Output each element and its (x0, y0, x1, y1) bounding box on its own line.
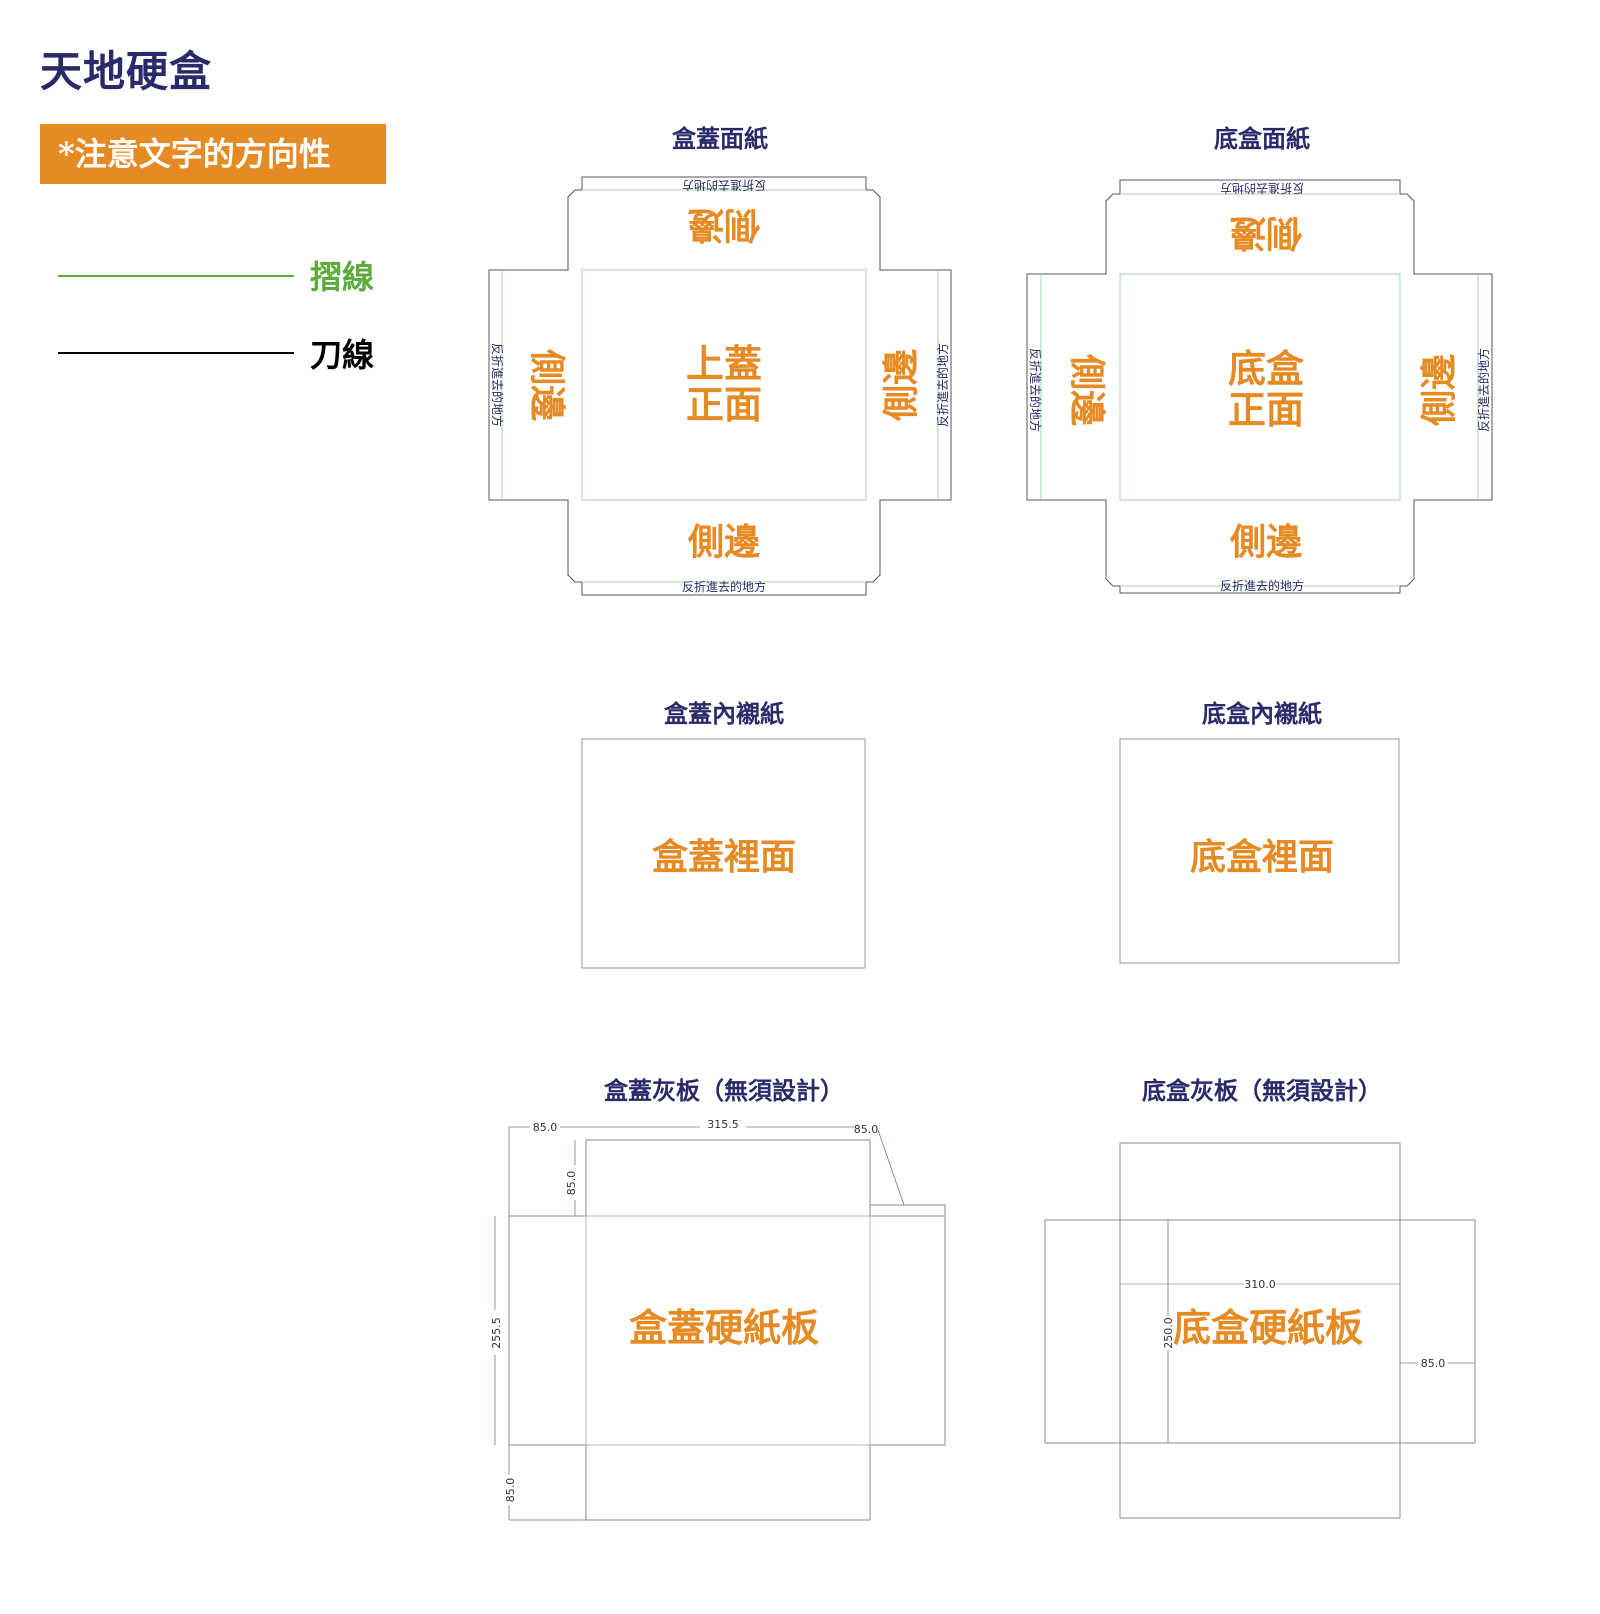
base-face-fold-note-top: 反折進去的地方 (1220, 181, 1304, 196)
base-face-title: 底盒面紙 (1214, 124, 1310, 153)
lid-face-fold-note-right: 反折進去的地方 (935, 343, 950, 427)
dimension-line (508, 1126, 530, 1216)
lid-dim-left: 85.0 (533, 1121, 558, 1134)
base-face-paper: 底盒面紙 底盒 正面 側邊 側邊 側邊 側邊 反折進去的地方 反折進去的地方 反… (1026, 124, 1493, 594)
fold-line-legend-label: 摺線 (310, 258, 375, 296)
cut-line-legend-swatch (58, 352, 294, 354)
lid-board-title: 盒蓋灰板（無須設計） (603, 1076, 844, 1105)
base-board-title: 底盒灰板（無須設計） (1142, 1076, 1382, 1105)
base-face-center-line1: 底盒 (1228, 346, 1305, 391)
lid-dim-width: 315.5 (707, 1118, 739, 1131)
base-board-center: 底盒硬紙板 (1173, 1305, 1363, 1350)
base-face-side-left: 側邊 (1066, 353, 1108, 426)
lid-liner-center: 盒蓋裡面 (652, 836, 796, 878)
base-liner-center: 底盒裡面 (1190, 836, 1334, 878)
dimension-line (877, 1129, 905, 1206)
base-face-side-bottom: 側邊 (1229, 521, 1302, 563)
cut-line-legend-label: 刀線 (310, 336, 375, 374)
lid-dim-height: 255.5 (490, 1317, 503, 1349)
lid-face-side-right: 側邊 (880, 349, 922, 422)
lid-liner-outline (581, 738, 866, 969)
base-face-side-right: 側邊 (1418, 354, 1460, 427)
fold-line-legend-swatch (58, 275, 294, 277)
lid-face-paper: 盒蓋面紙 上蓋 正面 側邊 側邊 側邊 側邊 反折進去的地方 反折進去的地方 反… (488, 124, 952, 596)
lid-face-title: 盒蓋面紙 (671, 124, 768, 153)
lid-face-fold-note-bottom: 反折進去的地方 (682, 579, 766, 594)
base-face-cut-outline (1026, 179, 1493, 594)
base-dim-width: 310.0 (1244, 1278, 1276, 1291)
base-dim-height: 250.0 (1162, 1317, 1175, 1349)
lid-dim-bottom: 85.0 (504, 1478, 517, 1503)
base-face-center-fold (1119, 273, 1401, 501)
lid-face-center-line2: 正面 (686, 382, 762, 427)
base-liner-outline (1119, 738, 1400, 964)
lid-board-center: 盒蓋硬紙板 (629, 1305, 819, 1350)
lid-face-cut-outline (488, 176, 952, 596)
lid-face-side-left: 側邊 (526, 348, 568, 421)
direction-notice-banner: *注意文字的方向性 (40, 124, 386, 184)
base-liner-paper: 底盒內襯紙 底盒裡面 (1119, 699, 1400, 964)
lid-liner-title: 盒蓋內襯紙 (663, 699, 784, 728)
lid-face-fold-note-left: 反折進去的地方 (490, 343, 505, 427)
base-greyboard: 底盒灰板（無須設計） 310.0 250.0 85.0 底盒硬紙板 (1044, 1076, 1476, 1519)
page-title: 天地硬盒 (40, 47, 213, 96)
lid-liner-paper: 盒蓋內襯紙 盒蓋裡面 (581, 699, 866, 969)
lid-dim-right: 85.0 (854, 1123, 879, 1136)
base-face-fold-note-right: 反折進去的地方 (1476, 348, 1491, 432)
lid-face-fold-note-top: 反折進去的地方 (682, 178, 766, 193)
base-face-side-top: 側邊 (1230, 212, 1303, 254)
base-liner-title: 底盒內襯紙 (1202, 699, 1322, 728)
lid-face-center-fold (581, 269, 867, 501)
base-face-center-line2: 正面 (1228, 387, 1304, 432)
lid-face-side-top: 側邊 (688, 204, 761, 246)
lid-face-center-line1: 上蓋 (686, 341, 762, 386)
base-dim-side: 85.0 (1421, 1357, 1446, 1370)
lid-board-tab (869, 1204, 946, 1217)
lid-dim-flap: 85.0 (565, 1171, 578, 1196)
base-face-fold-note-bottom: 反折進去的地方 (1220, 578, 1304, 593)
lid-face-side-bottom: 側邊 (687, 521, 760, 563)
base-face-fold-note-left: 反折進去的地方 (1028, 348, 1043, 432)
lid-greyboard: 盒蓋灰板（無須設計） 85.0 315.5 85.0 85.0 255.5 85… (490, 1076, 946, 1521)
